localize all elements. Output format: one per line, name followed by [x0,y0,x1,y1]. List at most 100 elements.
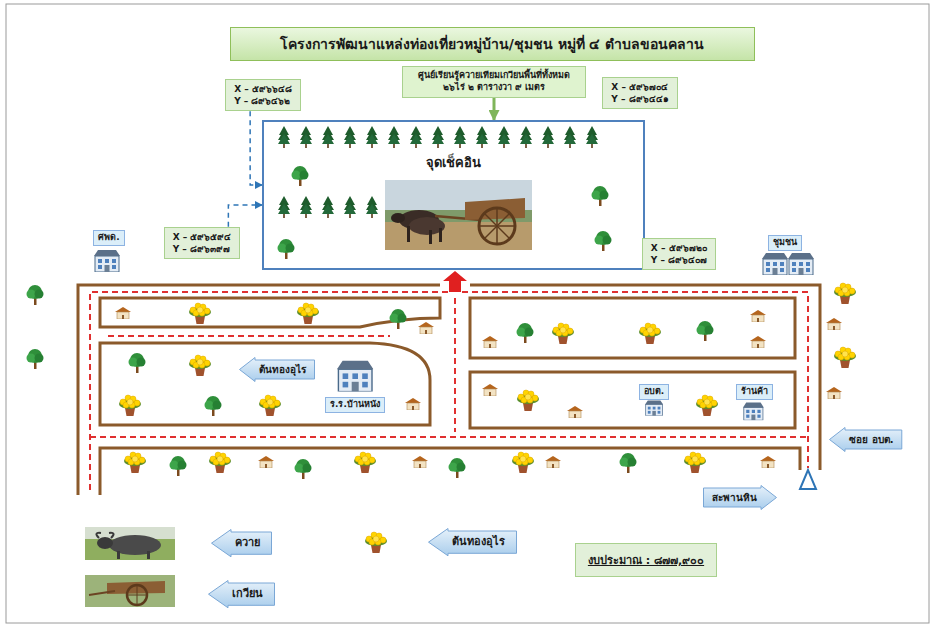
cart-photo [85,575,175,607]
node-text: จุดเช็คอิน [264,152,643,173]
building-icon [743,403,764,421]
cart-body [107,581,165,594]
building-label: ศพด. [93,230,124,246]
building-label: อบต. [639,384,669,400]
cart-pole [89,591,115,595]
wheel-spoke [484,213,510,239]
road-edge [100,448,800,495]
flower-pot [189,355,211,376]
node-text: ร้านค้า [741,386,768,398]
village-block [470,372,795,428]
tree-icon [620,453,637,473]
pine-tree [366,126,378,148]
photo-sky [385,180,532,250]
house-icon [482,384,498,396]
node-text: ชุมชน [773,237,797,249]
connector-arrow [228,205,262,227]
house-icon [567,406,583,418]
node-text: ซอย อบต. [849,433,893,446]
pointer-arrow: สะพานหิน [703,485,777,510]
check-in-ground [262,120,633,270]
building-icon [645,400,663,415]
tree-icon [278,239,295,259]
arrow-outline [428,528,516,555]
arrow-outline [208,580,274,607]
building-label: ร.ร.บ้านหนัง [325,397,385,413]
tour-route [90,292,448,490]
flower-pot [696,395,718,416]
house-icon [760,456,776,468]
pine-tree [476,126,488,148]
flower-pot [189,303,211,324]
flower-pot [834,347,856,368]
page-frame [6,4,929,623]
key-arrow: ต้นทองอุไร [428,528,517,556]
node-text: สะพานหิน [712,491,757,504]
flower-pot [639,323,661,344]
tour-route [90,436,808,438]
building-icon [788,253,814,275]
pine-tree [366,196,378,218]
village-block [470,298,795,358]
flower-pot [259,395,281,416]
pine-tree [278,126,290,148]
tree-icon [129,353,146,373]
check-in-area: จุดเช็คอิน [262,120,645,270]
flower-pot [684,452,706,473]
flower-pot [119,395,141,416]
pine-tree [300,126,312,148]
building-icon [762,253,788,275]
road-edges [78,285,820,495]
building-label: ร้านค้า [736,384,773,400]
tour-route [462,292,808,468]
node-text: เกวียน [232,587,263,601]
photo-ground [85,527,175,560]
house-icon [258,456,274,468]
photo-ground [85,575,175,607]
tour-route [454,298,456,432]
connector-arrow [250,111,262,185]
tree-icon [449,458,466,478]
pine-tree [410,126,422,148]
house-icon [826,387,842,399]
school-building [337,361,373,392]
tree-icon [205,396,222,416]
flower-pot [354,452,376,473]
tour-route [108,335,390,337]
flower-pot [297,303,319,324]
node-text: ต้นทองอุไร [259,363,306,376]
house-icon [412,456,428,468]
pine-tree [586,126,598,148]
tree-icon [595,231,612,251]
node-text: Y – ๘๙๖๔๖๒ [234,95,292,107]
wheel-spoke [484,213,510,239]
pine-tree [322,196,334,218]
pine-tree [322,126,334,148]
house-icon [115,307,131,319]
tree-icon [170,456,187,476]
node-text: X – ๕๙๖๖๔๘ [234,83,292,95]
node-text: X – ๕๙๖๕๙๔ [173,231,232,243]
title-banner: โครงการพัฒนาแหล่งท่องเที่ยวหมู่บ้าน/ชุมช… [230,27,755,61]
tree-icon [390,309,407,329]
pine-tree [542,126,554,148]
house-icon [418,322,434,334]
node-text: ต้นทองอุไร [452,535,505,549]
node-text: ควาย [235,536,260,550]
pine-tree [520,126,532,148]
buffalo-leg [117,551,120,559]
coordinate-box: X – ๕๙๖๗๐๔Y – ๘๙๖๔๔๑ [602,77,677,109]
node-text: งบประมาณ : ๘๗๗,๙๐๐ [588,551,704,569]
coordinate-box: X – ๕๙๖๗๒๐Y – ๘๙๖๔๐๗ [642,238,716,270]
buffalo-head [97,537,113,549]
entrance-arrow [443,271,467,292]
arrow-outline [240,357,315,381]
flower-pot [209,452,231,473]
node-text: Y – ๘๙๖๔๐๗ [651,254,707,266]
buffalo-horns [96,533,113,538]
title-text: โครงการพัฒนาแหล่งท่องเที่ยวหมู่บ้าน/ชุมช… [247,33,738,55]
flower-pot [512,452,534,473]
building-icon [94,250,120,272]
node-text: Y – ๘๙๖๔๔๑ [611,93,668,105]
